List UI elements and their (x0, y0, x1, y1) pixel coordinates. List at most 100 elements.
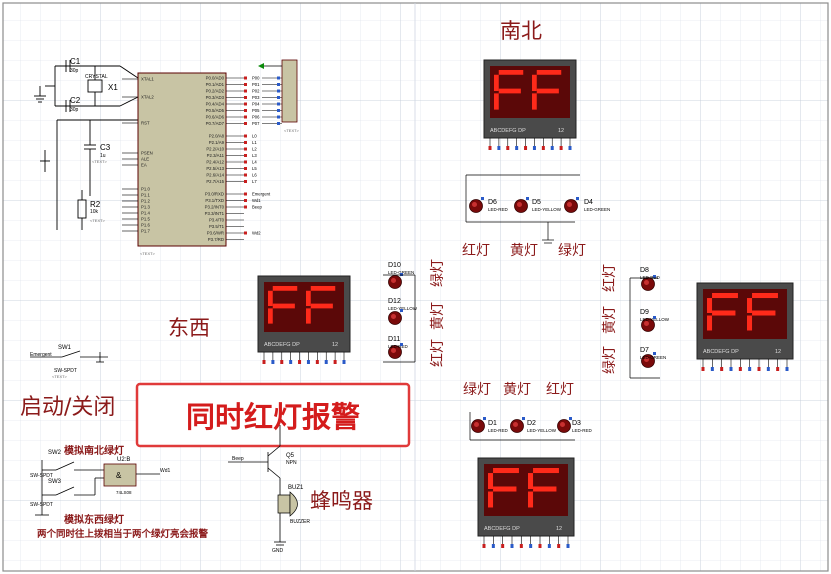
mcu-right-pin: P3.0/RXD (205, 192, 224, 197)
switch-sw2[interactable] (35, 460, 104, 516)
led-label: D5 (532, 199, 541, 206)
buz1-label: BUZ1 (288, 485, 304, 491)
segment (752, 293, 778, 299)
svg-text:黄灯: 黄灯 (601, 306, 618, 334)
svg-text:<TEXT>: <TEXT> (140, 251, 156, 256)
mcu-left-pin: P1.6 (141, 223, 150, 228)
segment (533, 468, 559, 474)
svg-text:红灯: 红灯 (462, 243, 490, 259)
led-label: D2 (527, 420, 536, 427)
led-label: D8 (640, 267, 649, 274)
banner-text: 同时红灯报警 (186, 400, 360, 434)
mcu-right-pin: P2.0/A8 (209, 134, 225, 139)
mcu-left-pin: P1.7 (141, 229, 150, 234)
led-label: D6 (488, 199, 497, 206)
led-type: LED-RED (640, 275, 661, 280)
led-type: LED-GREEN (640, 355, 666, 360)
r2-label: R2 (90, 200, 101, 209)
segment (536, 70, 562, 75)
switch-sw3[interactable] (42, 477, 104, 496)
x1-label: X1 (108, 83, 118, 92)
display-pin-label: ABCDEFG DP (264, 342, 300, 348)
svg-text:<TEXT>: <TEXT> (52, 374, 68, 379)
led-type: LED-GREEN (388, 270, 414, 275)
svg-text:红灯: 红灯 (430, 339, 446, 367)
led-type: LED-YELLOW (527, 428, 557, 433)
display-east-right: ABCDEFG DP 12 (696, 282, 794, 371)
mcu-right-pin: P3.4/T0 (209, 218, 225, 223)
mcu-right-pin: P2.7/A15 (206, 179, 224, 184)
led-label: D1 (488, 420, 497, 427)
mcu-right-pin: P0.1/AD1 (206, 82, 225, 87)
mcu-left-pin: P1.5 (141, 217, 150, 222)
resistor-pack: <TEXT> (258, 59, 300, 133)
led-label: D4 (584, 199, 593, 206)
led-type: LED-RED (488, 428, 509, 433)
mcu-right-pin: P2.1/A9 (209, 140, 225, 145)
display-pin-label: ABCDEFG DP (490, 128, 526, 134)
mcu-net-label: P00 (252, 76, 260, 81)
segment (272, 286, 298, 291)
display-pin-label: ABCDEFG DP (703, 349, 739, 355)
mcu-left-pin: P1.1 (141, 193, 150, 198)
oscillator-circuit (34, 60, 139, 230)
mcu-right-pin: P2.4/A12 (206, 160, 224, 165)
svg-text:Wd1: Wd1 (160, 468, 171, 474)
mcu-right-pin: P3.2/INT0 (205, 205, 225, 210)
display-num-label: 12 (775, 349, 781, 355)
svg-text:绿灯: 绿灯 (602, 346, 618, 374)
mcu-right-pin: P3.7/RD (208, 237, 224, 242)
segment (532, 93, 537, 110)
mcu-net-label: P07 (252, 121, 260, 126)
mcu-left-pin: XTAL2 (141, 95, 154, 100)
mcu-net-label: P06 (252, 115, 260, 120)
segment (536, 88, 559, 94)
svg-text:黄灯: 黄灯 (510, 242, 538, 259)
mcu-right-pin: P0.2/AD2 (206, 89, 225, 94)
segment (488, 491, 494, 508)
mcu-net-label: L1 (252, 140, 257, 145)
mcu-net-label: Wd1 (252, 198, 261, 203)
svg-text:红灯: 红灯 (546, 382, 574, 398)
segment (268, 308, 273, 324)
mcu-right-pin: P3.1/TXD (205, 198, 224, 203)
mcu-net-label: P04 (252, 102, 260, 107)
mcu-right-pin: P3.3/INT1 (205, 211, 225, 216)
segment (488, 473, 494, 489)
alarm-banner: 同时红灯报警 (135, 382, 411, 448)
mcu-net-label: L4 (252, 160, 257, 165)
buzzer-buz1 (277, 491, 298, 517)
led-label: D10 (388, 262, 401, 269)
display-south-bottom: ABCDEFG DP 12 (477, 457, 575, 548)
mcu-right-pin: P2.5/A13 (206, 166, 224, 171)
c2-label: C2 (70, 96, 81, 105)
mcu-chip[interactable]: XTAL1XTAL2RSTPSENALEEAP1.0P1.1P1.2P1.3P1… (122, 72, 244, 256)
sw1-label: SW1 (58, 345, 72, 351)
mcu-left-pin: ALE (141, 157, 149, 162)
mcu-right-pin: P3.6/WR (207, 231, 224, 236)
svg-text:1u: 1u (100, 153, 106, 159)
svg-text:&: & (116, 471, 122, 480)
svg-text:<TEXT>: <TEXT> (92, 159, 108, 164)
segment (493, 486, 517, 492)
mcu-net-label: L6 (252, 173, 257, 178)
sim-ew-green-label: 模拟东西绿灯 (64, 513, 124, 526)
svg-text:<TEXT>: <TEXT> (284, 128, 300, 133)
mcu-net-labels: P00P01P02P03P04P05P06P07L0L1L2L3L4L5L6L7… (244, 76, 282, 236)
mcu-net-label: P05 (252, 108, 260, 113)
display-pin-label: ABCDEFG DP (484, 526, 520, 532)
svg-text:绿灯: 绿灯 (558, 243, 586, 259)
svg-text:Beep: Beep (232, 456, 244, 462)
mcu-left-pin: P1.4 (141, 211, 150, 216)
led-label: D3 (572, 420, 581, 427)
label-east-west: 东西 (168, 316, 210, 340)
alarm-note: 两个同时往上拨相当于两个绿灯亮会报警 (37, 528, 209, 540)
mcu-right-pin: P0.7/AD7 (206, 121, 225, 126)
mcu-right-pin: P0.0/AD0 (206, 76, 225, 81)
switch-sw1[interactable] (30, 350, 108, 363)
sw2-label: SW2 (48, 450, 62, 456)
segment (498, 70, 524, 75)
c1-label: C1 (70, 57, 81, 66)
display-num-label: 12 (556, 526, 562, 532)
